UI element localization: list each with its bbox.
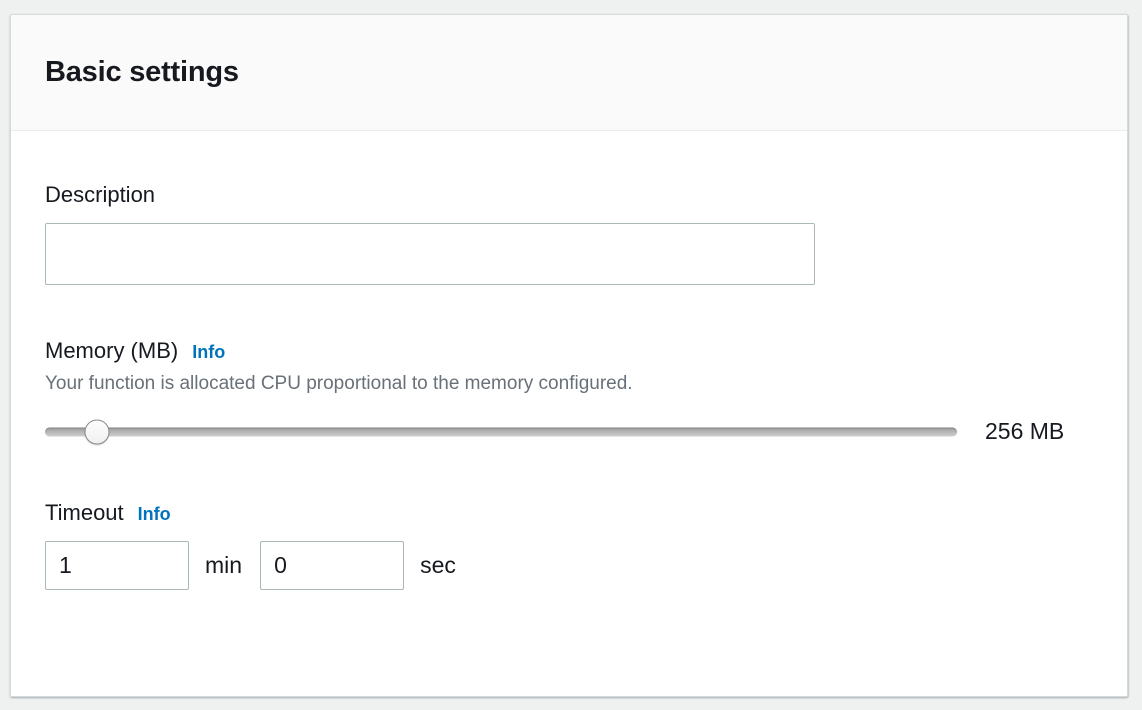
card-body: Description Memory (MB) Info Your functi… (11, 131, 1127, 591)
timeout-form-group: Timeout Info min sec (45, 500, 1093, 591)
description-form-group: Description (45, 182, 1093, 286)
description-label-row: Description (45, 182, 1093, 207)
memory-value-label: 256 MB (985, 418, 1065, 445)
page-title: Basic settings (45, 56, 239, 88)
timeout-seconds-input[interactable] (260, 541, 405, 591)
memory-hint-text: Your function is allocated CPU proportio… (45, 373, 633, 395)
timeout-label: Timeout (45, 500, 124, 526)
description-input[interactable] (45, 223, 815, 286)
timeout-info-link[interactable]: Info (137, 504, 171, 525)
memory-slider[interactable] (45, 419, 957, 445)
memory-info-link[interactable]: Info (192, 342, 226, 363)
memory-slider-row: 256 MB (45, 418, 1093, 445)
timeout-seconds-unit-label: sec (420, 552, 456, 579)
memory-slider-track[interactable] (45, 427, 957, 437)
memory-form-group: Memory (MB) Info Your function is alloca… (45, 338, 1093, 445)
basic-settings-card: Basic settings Description Memory (MB) I… (10, 14, 1128, 697)
memory-label-row: Memory (MB) Info (45, 338, 1093, 364)
timeout-minutes-input[interactable] (45, 541, 189, 591)
memory-label: Memory (MB) (45, 338, 179, 364)
description-label: Description (45, 182, 156, 207)
timeout-minutes-unit-label: min (205, 552, 243, 579)
timeout-label-row: Timeout Info (45, 500, 1093, 526)
memory-slider-thumb[interactable] (84, 419, 110, 445)
card-header: Basic settings (11, 15, 1127, 131)
timeout-inputs-row: min sec (45, 541, 1093, 591)
